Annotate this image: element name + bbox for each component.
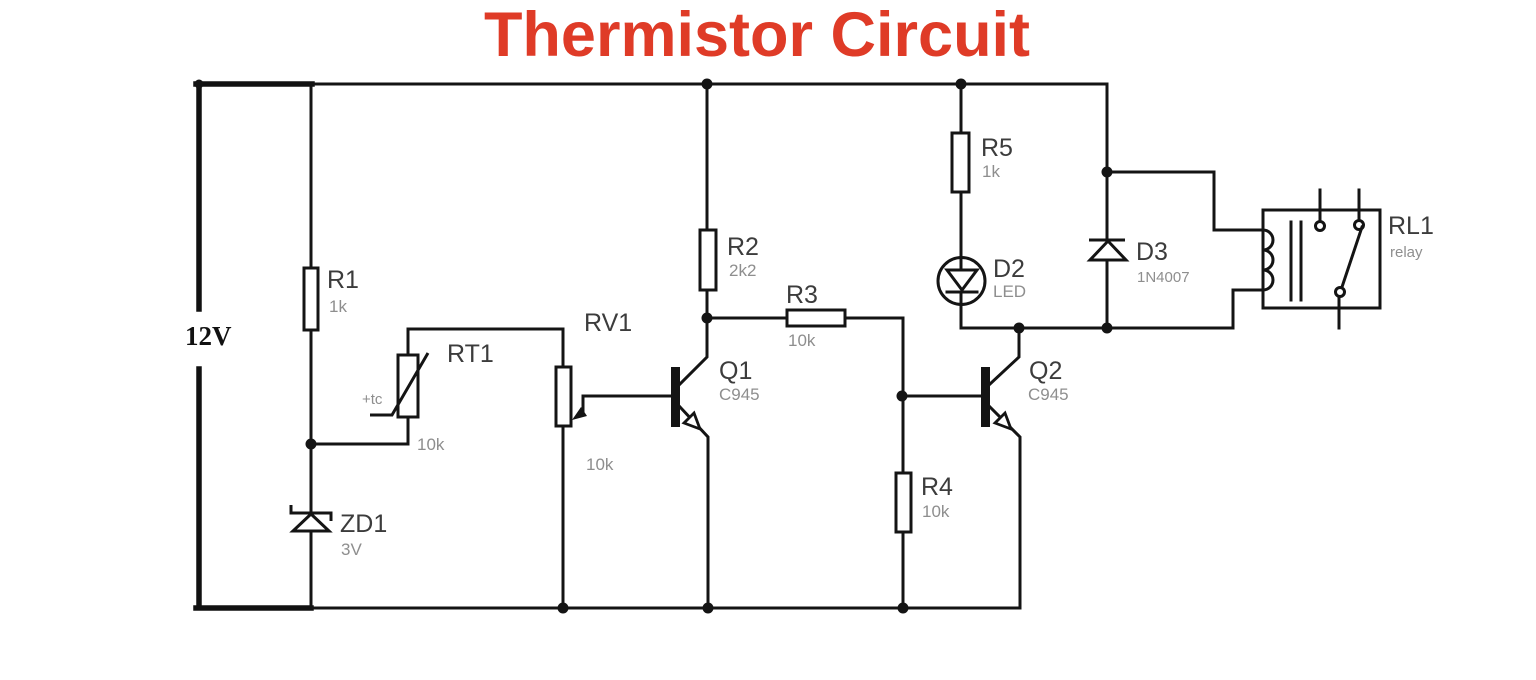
junction-dot [896, 390, 908, 402]
r1-value-label: 1k [329, 297, 347, 316]
d3-value-label: 1N4007 [1137, 269, 1190, 286]
led-cathode-bar [945, 256, 979, 306]
resistor-symbol [950, 131, 971, 194]
r2-ref-label: R2 [727, 233, 759, 261]
wiper-arrow-icon [572, 407, 587, 420]
q1-value-label: C945 [719, 385, 760, 404]
junction-dot [1013, 322, 1025, 334]
power-supply-wires: 12V [185, 81, 315, 611]
rt1-ref-label: RT1 [447, 340, 494, 368]
rv1-ref-label: RV1 [584, 309, 632, 337]
resistor-symbol [302, 266, 320, 332]
d2-ref-label: D2 [993, 255, 1025, 283]
r4-ref-label: R4 [921, 473, 953, 501]
q1-ref-label: Q1 [719, 357, 752, 385]
d3-ref-label: D3 [1136, 238, 1168, 266]
zd1-ref-label: ZD1 [340, 510, 387, 538]
relay-contact-terminal [1314, 220, 1326, 232]
zd1-zener-diode: ZD1 3V [289, 505, 387, 559]
r5-value-label: 1k [982, 162, 1000, 181]
rt1-coefficient-label: +tc [362, 391, 383, 408]
resistor-symbol [894, 471, 913, 534]
junction-dot [194, 79, 204, 89]
potentiometer-symbol [554, 365, 573, 428]
resistor-symbol [785, 308, 847, 328]
relay-coil-return-wire [1231, 288, 1265, 330]
emitter-arrow-icon [992, 410, 1014, 432]
rt1-branch-wire [309, 327, 565, 446]
rl1-ref-label: RL1 [1388, 212, 1434, 240]
rv1-potentiometer: RV1 10k [554, 309, 632, 474]
q1-transistor: Q1 C945 [671, 357, 760, 432]
rt1-value-label: 10k [417, 435, 445, 454]
diode-triangle [1086, 238, 1130, 262]
r3-r4-wire [705, 316, 905, 610]
q2-value-label: C945 [1028, 385, 1069, 404]
rv1-value-label: 10k [586, 455, 614, 474]
junction-dot [1101, 166, 1113, 178]
junction-dot [701, 78, 713, 90]
q1-base-wire [581, 394, 673, 414]
relay-coil-icon [1262, 228, 1275, 292]
junction-dot [1101, 322, 1113, 334]
relay-contact-pins [1318, 188, 1361, 330]
d2-value-label: LED [993, 282, 1026, 301]
junction-dots [194, 78, 1113, 614]
r3-ref-label: R3 [786, 281, 818, 309]
supply-voltage-label: 12V [185, 321, 232, 351]
q2-collector-wire [987, 326, 1021, 387]
r4-value-label: 10k [922, 502, 950, 521]
junction-dot [897, 602, 909, 614]
r1-ref-label: R1 [327, 266, 359, 294]
thermistor-stroke-icon [370, 352, 430, 417]
r5-ref-label: R5 [981, 134, 1013, 162]
junction-dot [305, 438, 317, 450]
q2-transistor: Q2 C945 [981, 357, 1069, 432]
transistor-base-bar [981, 367, 990, 427]
rl1-type-label: relay [1390, 244, 1423, 261]
junction-dot [955, 78, 967, 90]
relay-core-lines [1289, 220, 1303, 302]
junction-dot [702, 602, 714, 614]
rl1-relay: RL1 relay [1261, 188, 1434, 330]
junction-dot [701, 312, 713, 324]
r5-resistor: R5 1k [950, 131, 1013, 194]
junction-dot [557, 602, 569, 614]
relay-coil-feed-wire [1105, 170, 1265, 232]
supply-wire [193, 81, 315, 611]
r3-value-label: 10k [788, 331, 816, 350]
emitter-arrow-icon [681, 410, 703, 432]
page-title: Thermistor Circuit [484, 0, 1030, 70]
r4-resistor: R4 10k [894, 471, 953, 534]
relay-switch-blade [1340, 225, 1364, 289]
zd1-value-label: 3V [341, 540, 362, 559]
transistor-base-bar [671, 367, 680, 427]
rt1-thermistor: RT1 +tc 10k [362, 340, 494, 454]
d2-led: D2 LED [936, 255, 1026, 306]
r1-resistor: R1 1k [302, 266, 359, 332]
resistor-symbol [698, 228, 718, 292]
d3-diode: D3 1N4007 [1086, 238, 1190, 286]
zener-triangle [289, 511, 333, 533]
r3-resistor: R3 10k [785, 281, 847, 350]
q1-collector-wire [677, 316, 709, 387]
relay-contact-terminal [1334, 286, 1346, 298]
r2-value-label: 2k2 [729, 261, 756, 280]
q2-ref-label: Q2 [1029, 357, 1062, 385]
r2-resistor: R2 2k2 [698, 228, 759, 292]
